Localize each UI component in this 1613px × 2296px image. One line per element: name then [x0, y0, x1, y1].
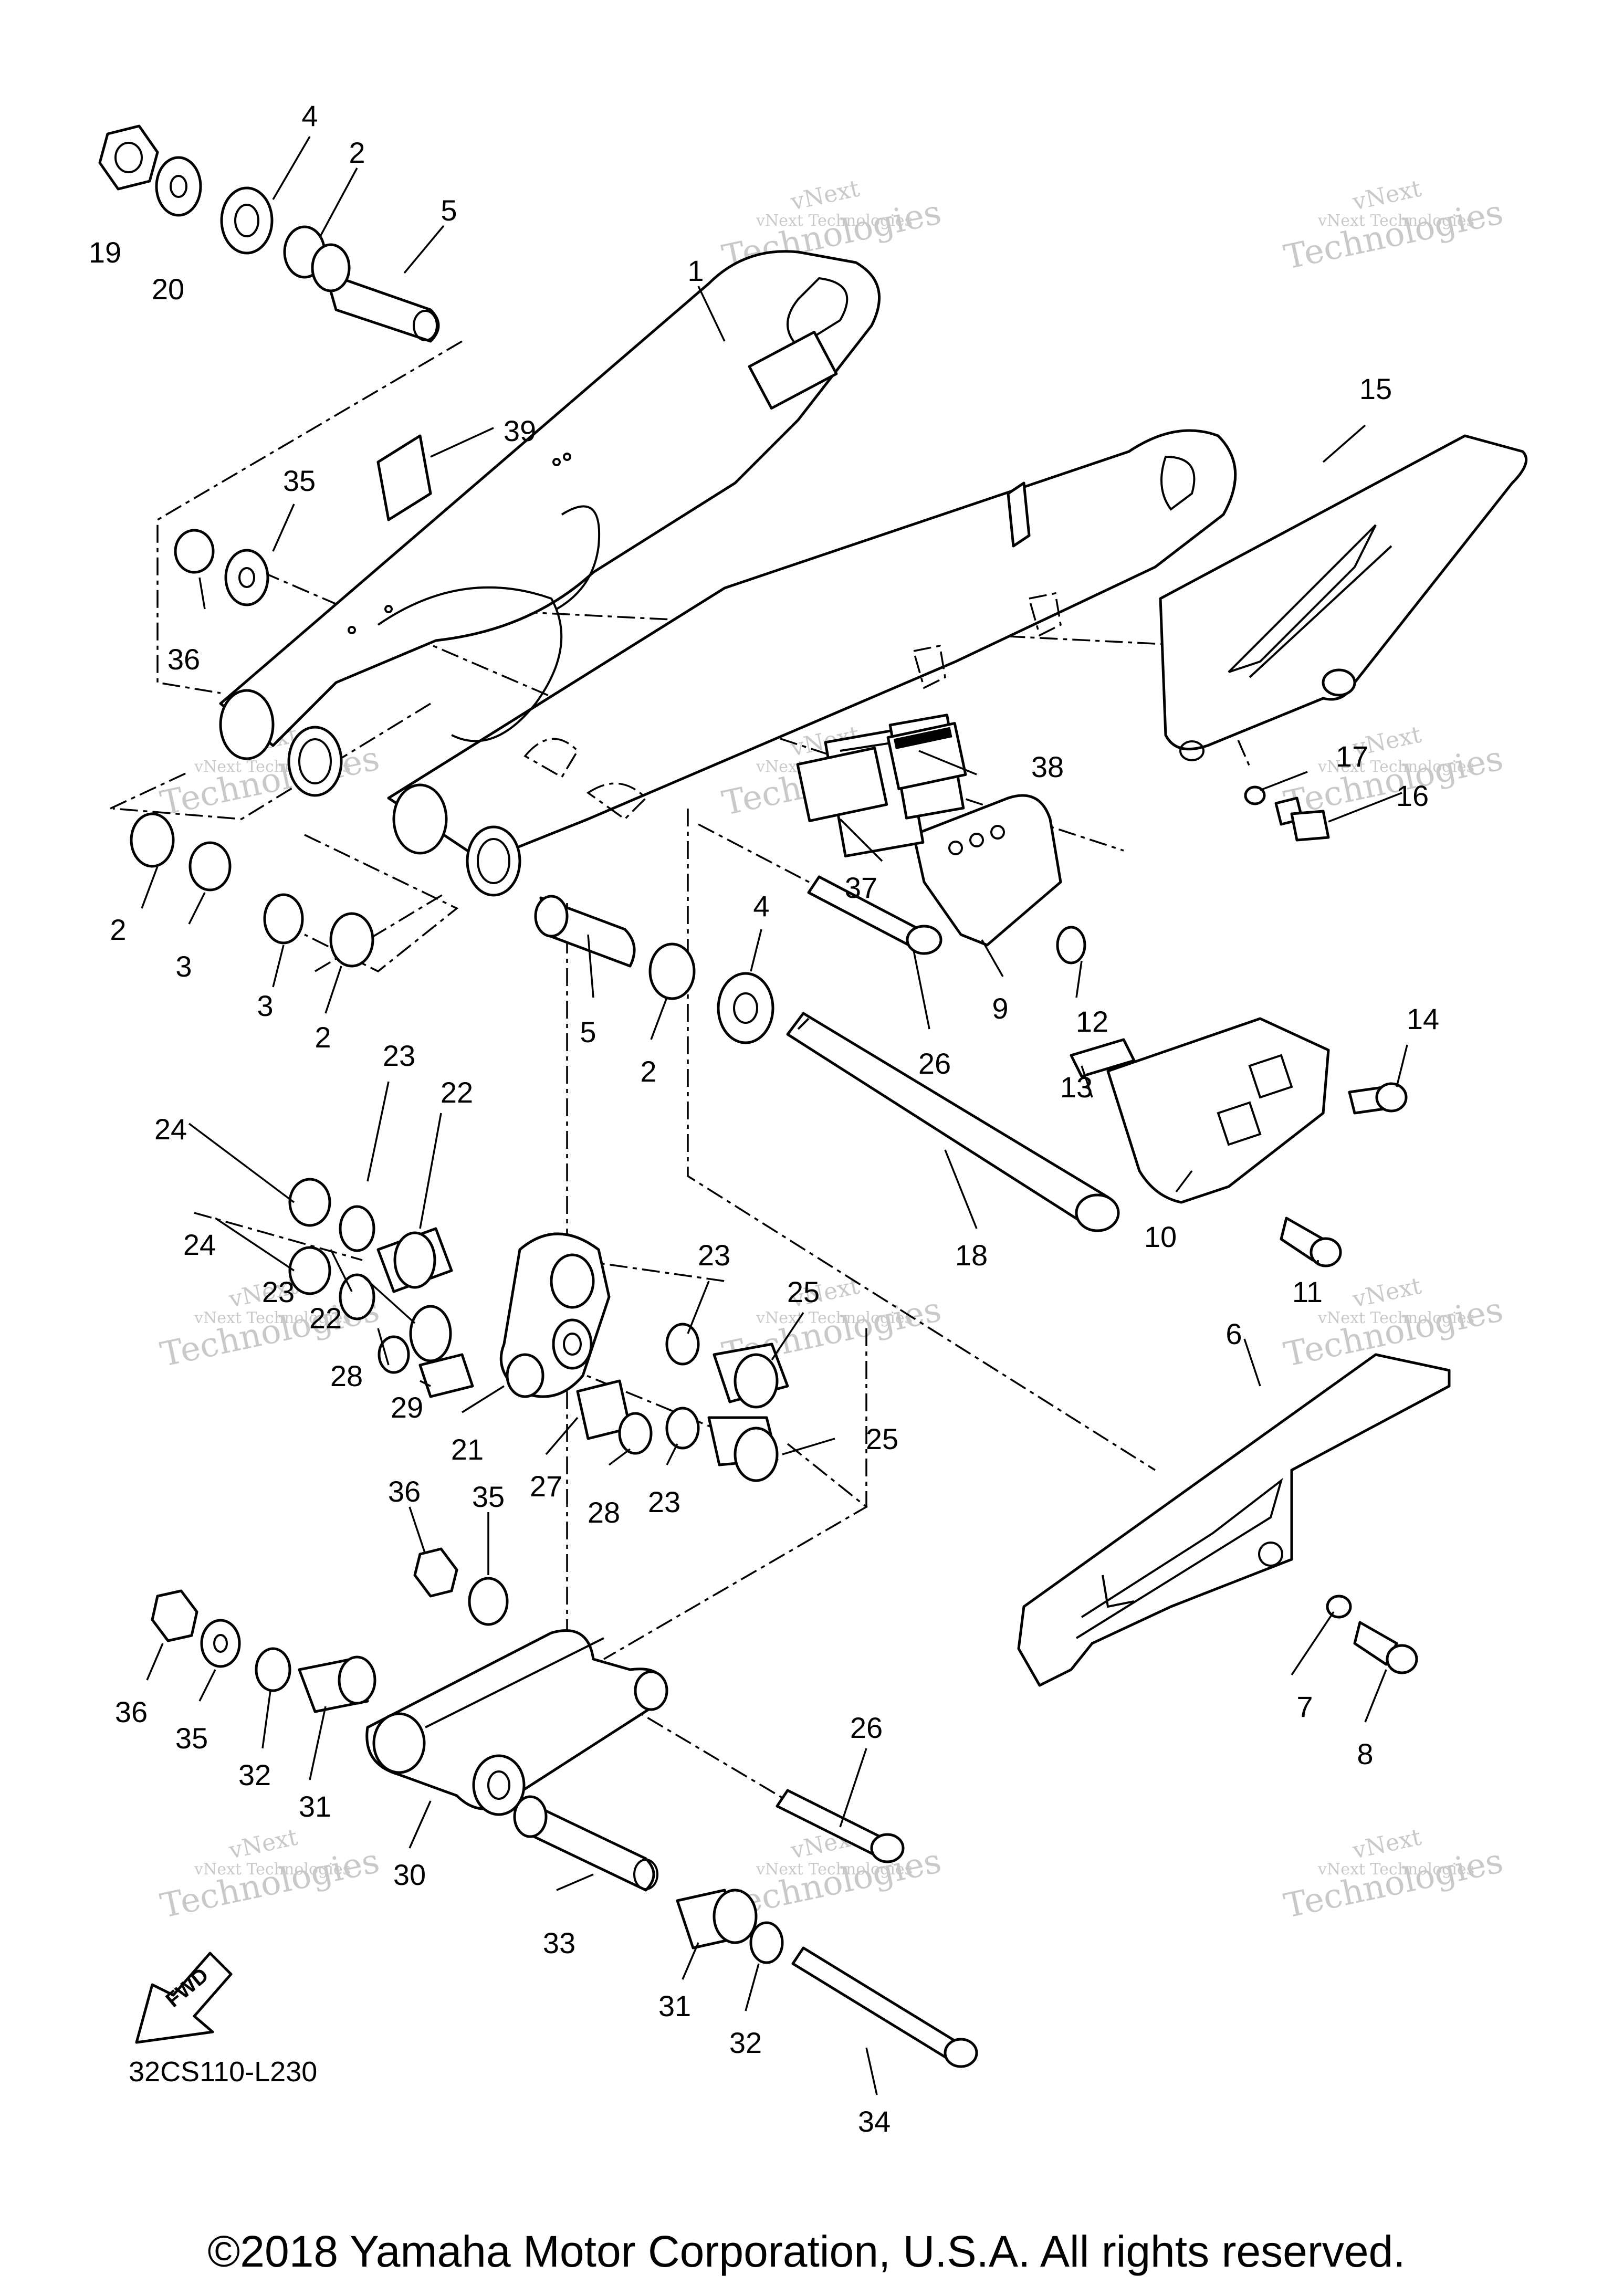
callout-22: 22 [441, 1076, 473, 1109]
watermark-small-text: vNext [1350, 1823, 1424, 1864]
callout-23: 23 [383, 1039, 415, 1072]
callout-2: 2 [640, 1055, 656, 1088]
callout-22: 22 [309, 1302, 342, 1335]
decals [376, 434, 967, 822]
callout-15: 15 [1359, 372, 1392, 405]
callout-34: 34 [858, 2105, 891, 2138]
watermark-small-text: vNext [1350, 1272, 1424, 1313]
callout-25: 25 [787, 1275, 820, 1308]
chain-guide [1017, 1353, 1451, 1687]
pivot-bolt-lower [776, 1789, 978, 2068]
callout-24: 24 [154, 1113, 187, 1146]
watermark-small-text: vNext [788, 175, 862, 216]
callout-2: 2 [315, 1021, 331, 1054]
chain-support [1070, 1017, 1330, 1204]
callout-24: 24 [183, 1228, 216, 1261]
callout-23: 23 [262, 1275, 295, 1308]
callout-17: 17 [1336, 740, 1368, 773]
callout-31: 31 [299, 1790, 331, 1823]
guard-fasteners [1244, 785, 1418, 1674]
connecting-rod [365, 1629, 668, 1816]
callout-37: 37 [845, 871, 877, 904]
watermark-text: vNext Technologies [1317, 1309, 1474, 1327]
relay-arm-hardware [288, 1178, 789, 1482]
diagram-reference-code: 32CS110-L230 [129, 2056, 318, 2088]
callout-19: 19 [89, 236, 121, 269]
callout-23: 23 [698, 1239, 730, 1272]
connecting-rod-hardware [151, 1547, 784, 1964]
callout-3: 3 [175, 950, 192, 983]
callout-2: 2 [349, 136, 365, 169]
watermark-small-text: vNext [226, 1823, 300, 1864]
callout-36: 36 [167, 643, 200, 676]
callout-3: 3 [257, 989, 273, 1022]
leader-lines [141, 136, 1408, 2095]
callout-4: 4 [753, 889, 769, 922]
pivot-bolt-upper [807, 875, 942, 955]
swingarm [219, 250, 1237, 897]
watermark-text: vNext Technologies [194, 1309, 351, 1327]
callout-36: 36 [115, 1695, 148, 1728]
callout-39: 39 [504, 414, 536, 447]
callout-16: 16 [1396, 779, 1429, 812]
callout-5: 5 [580, 1015, 596, 1049]
callout-5: 5 [441, 194, 457, 227]
callout-1: 1 [687, 254, 704, 287]
callout-25: 25 [866, 1422, 898, 1455]
callout-21: 21 [451, 1433, 484, 1466]
callout-4: 4 [301, 99, 318, 132]
callout-28: 28 [330, 1359, 363, 1392]
callout-18: 18 [955, 1239, 988, 1272]
callout-8: 8 [1357, 1737, 1373, 1770]
watermark-text: vNext Technologies [1317, 212, 1474, 230]
callout-23: 23 [648, 1485, 680, 1518]
upper-left-hardware [98, 124, 440, 343]
callout-11: 11 [1292, 1275, 1323, 1308]
callout-27: 27 [530, 1470, 562, 1503]
callout-35: 35 [283, 464, 316, 497]
callout-9: 9 [992, 992, 1008, 1025]
callout-29: 29 [391, 1391, 423, 1424]
callout-30: 30 [393, 1858, 426, 1891]
callout-7: 7 [1296, 1690, 1313, 1723]
callout-10: 10 [1144, 1220, 1177, 1253]
callout-2: 2 [110, 913, 126, 946]
callout-26: 26 [850, 1711, 883, 1744]
callout-14: 14 [1407, 1002, 1439, 1035]
callout-35: 35 [472, 1480, 505, 1513]
callout-28: 28 [588, 1496, 620, 1529]
chain-guard [1159, 434, 1528, 761]
watermark-small-text: vNext [1350, 175, 1424, 216]
callout-13: 13 [1060, 1071, 1093, 1104]
watermark-text: vNext Technologies [194, 1860, 351, 1879]
watermark-text: vNext Technologies [1317, 1860, 1474, 1879]
callout-36: 36 [388, 1475, 421, 1508]
watermark-text: vNext Technologies [756, 212, 913, 230]
callout-12: 12 [1076, 1005, 1108, 1038]
callout-31: 31 [658, 1989, 691, 2022]
callout-33: 33 [543, 1926, 575, 1959]
callout-32: 32 [729, 2026, 762, 2059]
forward-arrow-icon: FWD [135, 1952, 233, 2044]
watermark-text: vNext Technologies [756, 1860, 913, 1879]
relay-arm [499, 1232, 611, 1398]
watermark-text: vNext Technologies [756, 1309, 913, 1327]
callout-32: 32 [238, 1758, 271, 1791]
watermark-text: vNext Technologies [1317, 758, 1474, 776]
callout-26: 26 [918, 1047, 951, 1080]
callout-35: 35 [175, 1722, 208, 1755]
callout-20: 20 [152, 272, 184, 306]
pivot-shaft [786, 1012, 1120, 1232]
callout-38: 38 [1031, 750, 1064, 783]
callout-6: 6 [1226, 1317, 1242, 1350]
left-pivot-hardware [130, 529, 1086, 1044]
copyright-notice: ©2018 Yamaha Motor Corporation, U.S.A. A… [207, 2227, 1406, 2276]
